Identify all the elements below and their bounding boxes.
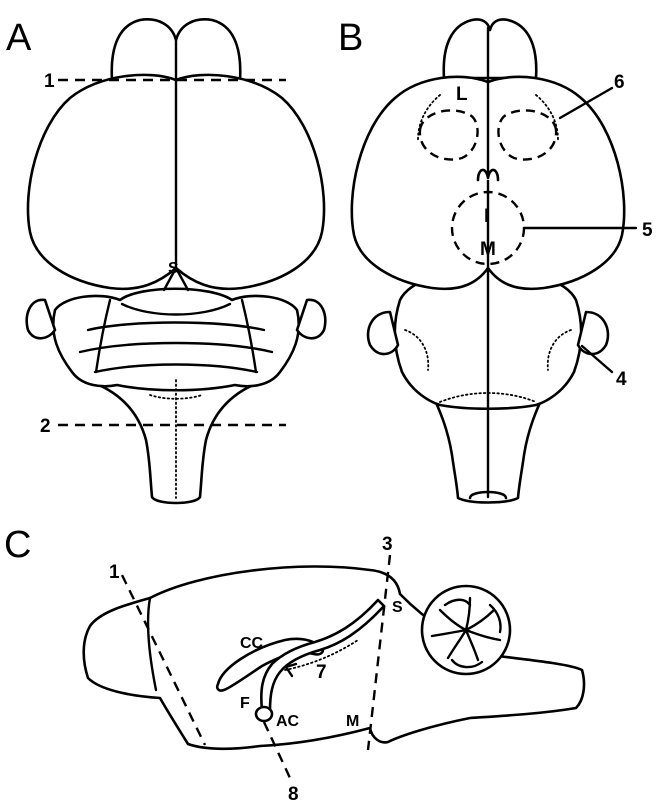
panel-c-label-s: S [392, 599, 403, 616]
panel-c-anterior-commissure [256, 707, 272, 721]
panel-a-label-s: S [168, 260, 179, 277]
panel-b-label-l: L [456, 84, 468, 105]
panel-c-label-1: 1 [109, 562, 120, 583]
panel-c-label-ac: AC [276, 713, 300, 730]
panel-c-label-f: F [240, 695, 250, 712]
panel-b-label-i: I [484, 206, 489, 227]
panel-b-label-5: 5 [642, 220, 653, 241]
panel-c-label-7: 7 [316, 662, 327, 683]
panel-b-label-6: 6 [614, 72, 625, 93]
panel-b-lobe-left [368, 312, 398, 354]
panel-b-olfactory-bulbs [444, 19, 537, 78]
panel-c-label-8: 8 [288, 784, 299, 805]
panel-a-paraflocculus-left [27, 300, 55, 338]
panel-c-label-m: M [346, 713, 359, 730]
panel-a-label-1: 1 [44, 71, 55, 92]
panel-c-letter: C [4, 524, 31, 566]
panel-a-paraflocculus-right [297, 300, 325, 338]
panel-a-letter: A [6, 17, 32, 59]
panel-c-label-3: 3 [382, 534, 393, 555]
panel-a-cerebellum [53, 289, 299, 391]
panel-b-label-m: M [480, 239, 496, 260]
panel-b: B L I M 6 5 4 [338, 17, 653, 503]
panel-c: C 1 3 8 7 CC F AC S M [4, 524, 584, 805]
panel-b-letter: B [338, 17, 363, 59]
panel-c-brain-outline [84, 566, 584, 748]
panel-a: A S 1 2 [6, 17, 325, 503]
panel-c-label-cc: CC [240, 635, 264, 652]
panel-a-label-2: 2 [40, 416, 51, 437]
panel-b-label-4: 4 [616, 369, 627, 390]
